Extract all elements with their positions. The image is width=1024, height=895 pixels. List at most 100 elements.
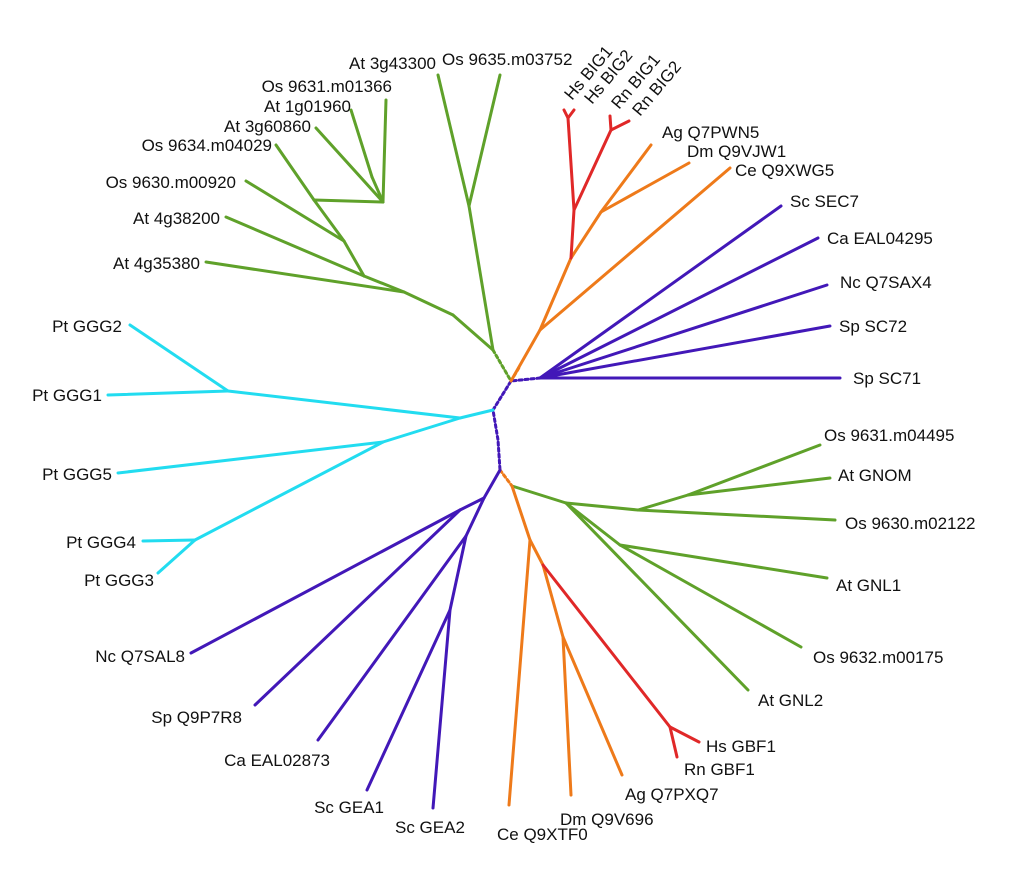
branch [569, 210, 603, 260]
leaf-label: Ag Q7PWN5 [662, 123, 759, 142]
branch [365, 608, 452, 792]
lower-metazoa-clade [507, 484, 701, 807]
branch [608, 114, 613, 132]
branch [342, 239, 366, 278]
branch [431, 608, 452, 810]
branch [541, 563, 565, 639]
leaf-label: Ce Q9XWG5 [735, 161, 834, 180]
leaf-label: Pt GGG4 [66, 533, 136, 552]
ciliate-clade [106, 323, 495, 575]
branch [561, 635, 624, 777]
upper-plant-clade [204, 73, 502, 352]
leaf-label: At GNL1 [836, 576, 901, 595]
branch [253, 508, 462, 707]
lower-fungi-clade [189, 468, 502, 810]
branch [128, 323, 230, 393]
leaf-label: Sp SC72 [839, 317, 907, 336]
upper-fungi-clade [538, 204, 842, 380]
branch [538, 166, 732, 332]
upper-metazoa-clade [509, 108, 732, 383]
branch [636, 493, 690, 512]
branch [312, 198, 346, 243]
branch [482, 468, 502, 500]
branch [436, 73, 471, 208]
branch [538, 324, 832, 380]
branch [362, 274, 406, 294]
branch [274, 143, 316, 202]
branch [541, 563, 672, 729]
branch [572, 128, 613, 212]
leaf-label: Os 9630.m02122 [845, 514, 975, 533]
leaf-label: Sc GEA1 [314, 798, 384, 817]
leaf-label: Os 9635.m03752 [442, 50, 572, 69]
leaf-label: Dm Q9V696 [560, 810, 654, 829]
leaf-label: At 3g60860 [224, 117, 311, 136]
branch [538, 204, 783, 380]
branch [507, 538, 532, 807]
leaf-label: Hs GBF1 [706, 737, 776, 756]
leaf-label: Ca EAL04295 [827, 229, 933, 248]
leaf-label: Dm Q9VJW1 [687, 142, 786, 161]
branch [618, 543, 829, 580]
leaf-label: Nc Q7SAX4 [840, 273, 932, 292]
branch [370, 175, 385, 204]
branch [509, 328, 542, 383]
leaf-label: Sc GEA2 [395, 818, 465, 837]
leaf-label: Sp SC71 [853, 369, 921, 388]
branch [510, 484, 532, 542]
branch [316, 534, 468, 742]
lower-plant-clade [510, 443, 837, 692]
branch [609, 119, 631, 132]
backbone-plant-stem [491, 348, 513, 383]
branch [467, 204, 495, 352]
branch [668, 725, 679, 759]
branch [636, 508, 837, 522]
leaf-label: Pt GGG2 [52, 317, 122, 336]
branch [599, 143, 653, 214]
branch [116, 440, 385, 475]
branch [451, 313, 495, 352]
leaf-label: Os 9631.m01366 [262, 77, 392, 96]
branch [349, 108, 374, 179]
leaf-label: Os 9634.m04029 [142, 136, 272, 155]
branch [402, 290, 455, 317]
branch [204, 260, 406, 294]
leaf-label: Pt GGG1 [32, 386, 102, 405]
branch [224, 215, 366, 278]
leaf-label: Sc SEC7 [790, 192, 859, 211]
branch [538, 256, 573, 332]
leaf-label: Os 9631.m04495 [824, 426, 954, 445]
leaf-label: At GNOM [838, 466, 912, 485]
leaf-label: Pt GGG5 [42, 465, 112, 484]
branch [564, 501, 640, 512]
leaf-label: Sp Q9P7R8 [151, 708, 242, 727]
leaf-label: Ag Q7PXQ7 [625, 785, 719, 804]
branch [141, 538, 197, 543]
leaf-label: At 1g01960 [264, 97, 351, 116]
branch [458, 496, 486, 512]
branch [566, 116, 576, 212]
branch [314, 126, 385, 204]
branch [569, 208, 576, 260]
leaf-label: Os 9630.m00920 [106, 173, 236, 192]
leaf-label: Os 9632.m00175 [813, 648, 943, 667]
branch [686, 476, 832, 497]
branch [618, 543, 803, 649]
leaf-labels: At 3g43300 Os 9635.m03752 Os 9631.m01366… [32, 42, 975, 844]
branch [538, 283, 829, 380]
leaf-label: Rn GBF1 [684, 760, 755, 779]
branch [564, 501, 622, 547]
branch [538, 236, 820, 380]
leaf-label: Pt GGG3 [84, 571, 154, 590]
branch [189, 508, 462, 655]
branch [156, 538, 197, 575]
leaf-label: At 3g43300 [349, 54, 436, 73]
branch [510, 484, 568, 505]
branch [467, 73, 502, 208]
leaf-label: Ca EAL02873 [224, 751, 330, 770]
branch [566, 108, 576, 120]
leaf-label: At 4g38200 [133, 209, 220, 228]
backbone-lower-metazoa-stem [498, 468, 514, 488]
branch [528, 538, 545, 567]
backbone-fungi-path [491, 376, 542, 472]
